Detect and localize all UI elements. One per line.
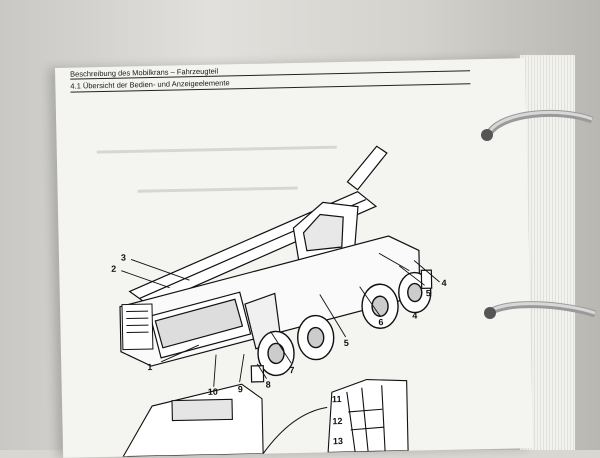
ring-top-hole	[481, 129, 493, 141]
ring-top	[488, 113, 592, 135]
ring-bottom-hole	[484, 307, 496, 319]
